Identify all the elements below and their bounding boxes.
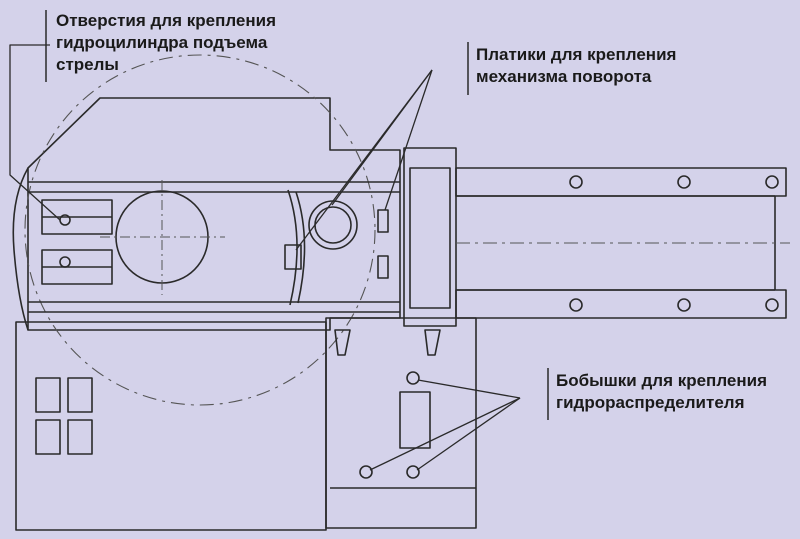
callout-boom-cylinder: Отверстия для крепления гидроцилиндра по… (56, 10, 276, 76)
valve-body (399, 391, 431, 449)
boom-arm-top-flange (455, 167, 787, 197)
rotation-ring-inner (314, 206, 352, 244)
lower-chassis-right (325, 317, 477, 529)
leader-boom-cylinder (9, 44, 61, 221)
hanger-lug-right (424, 329, 441, 356)
pad-left (284, 244, 302, 270)
callout-boom-cylinder-line-3: стрелы (56, 55, 119, 74)
rear-contour (12, 167, 29, 331)
boom-arm-bottom-flange (455, 289, 787, 319)
valve-boss-1 (406, 371, 420, 385)
boom-pin-5 (677, 298, 691, 312)
lower-chassis (15, 321, 327, 531)
rotation-ring-outer (308, 200, 358, 250)
upper-frame-outline (27, 97, 401, 331)
callout-boom-cylinder-line-1: Отверстия для крепления (56, 11, 277, 30)
callout-valve-bosses-line-1: Бобышки для крепления (556, 371, 767, 390)
leader-valve-3 (416, 397, 521, 471)
window-4 (67, 419, 93, 455)
boom-pin-6 (765, 298, 779, 312)
pad-right-top (377, 209, 389, 233)
slewing-gear-inner (409, 167, 451, 309)
boom-pin-3 (765, 175, 779, 189)
ratchet-arc-inner (295, 191, 306, 304)
leader-valve-2 (369, 397, 521, 471)
lug-hole-lower (59, 256, 71, 268)
leader-valve-1 (417, 379, 521, 399)
window-3 (35, 419, 61, 455)
slewing-circle (24, 54, 376, 406)
window-1 (35, 377, 61, 413)
valve-boss-3 (406, 465, 420, 479)
leader-rotation-pad-3 (295, 69, 433, 251)
hanger-lug-left (334, 329, 351, 356)
slewing-gear-block (403, 147, 457, 327)
leader-rotation-pad-2 (384, 69, 433, 211)
callout-rotation-pads-line-1: Платики для крепления (476, 45, 677, 64)
pad-right-bottom (377, 255, 389, 279)
ratchet-arc (287, 189, 298, 306)
boom-pin-1 (569, 175, 583, 189)
callout-valve-bosses-line-2: гидрораспределителя (556, 393, 745, 412)
callout-rotation-pads-line-2: механизма поворота (476, 67, 652, 86)
callout-valve-bosses: Бобышки для крепления гидрораспределител… (556, 370, 767, 414)
callout-boom-cylinder-line-2: гидроцилиндра подъема (56, 33, 268, 52)
boom-pin-4 (569, 298, 583, 312)
window-2 (67, 377, 93, 413)
callout-rotation-pads: Платики для крепления механизма поворота (476, 44, 676, 88)
valve-boss-2 (359, 465, 373, 479)
boom-pin-2 (677, 175, 691, 189)
